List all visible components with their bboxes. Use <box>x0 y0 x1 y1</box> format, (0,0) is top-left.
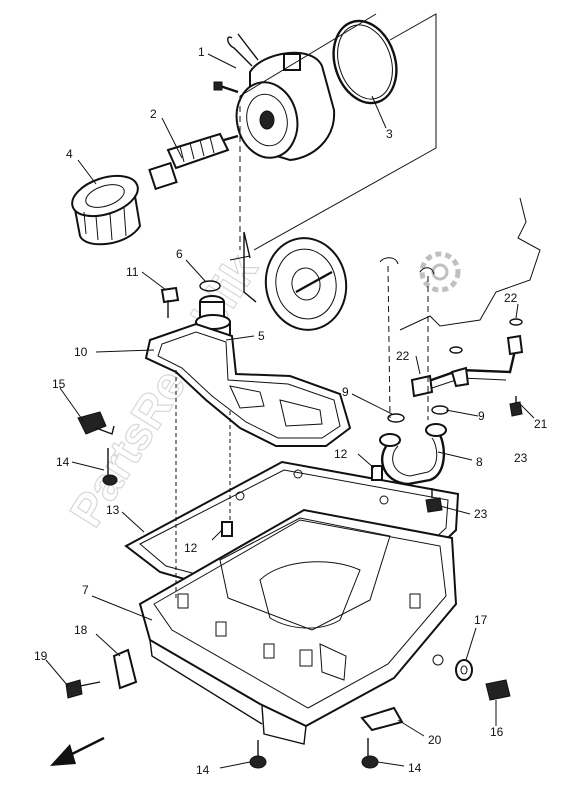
callout-5: 5 <box>258 329 265 343</box>
oil-cooler-mount-plate <box>243 197 541 331</box>
washer-part-17 <box>455 659 473 681</box>
o-ring-part-22-upper <box>509 318 523 326</box>
sensor-part-15 <box>77 411 115 435</box>
oil-pipe-part-21 <box>410 334 524 398</box>
callout-9-right: 9 <box>478 409 485 423</box>
callout-14-lower-left: 14 <box>196 763 210 777</box>
gear-icon <box>419 251 461 293</box>
callout-9-left: 9 <box>342 385 349 399</box>
callout-labels: 1 2 3 4 5 6 7 8 9 9 10 11 12 12 13 14 14… <box>34 45 548 777</box>
front-direction-arrow-icon <box>50 736 105 766</box>
oil-pan-part-7 <box>138 368 458 745</box>
callout-1: 1 <box>198 45 205 59</box>
o-ring-part-3 <box>332 19 398 105</box>
bolt-part-14-lower-left <box>249 740 267 769</box>
callout-17: 17 <box>474 613 488 627</box>
o-ring-part-22-lower <box>449 346 463 354</box>
callout-13: 13 <box>106 503 120 517</box>
callout-2: 2 <box>150 107 157 121</box>
oil-filter-part-4 <box>71 174 142 246</box>
bracket-part-20 <box>360 706 404 732</box>
dashed-leaders-right <box>379 257 435 420</box>
callout-15: 15 <box>52 377 66 391</box>
bolt-part-14-upper <box>102 448 118 486</box>
callout-10: 10 <box>74 345 88 359</box>
oil-pipe-part-8 <box>379 423 447 486</box>
o-ring-part-9-right <box>431 405 449 415</box>
leader-lines-cooler <box>229 13 437 261</box>
bolt-part-11 <box>160 286 180 318</box>
callout-23-right: 23 <box>514 451 528 465</box>
dowel-part-12-upper <box>371 465 383 481</box>
bracket-part-18 <box>112 648 138 690</box>
callout-6: 6 <box>176 247 183 261</box>
bolt-part-23-center <box>425 488 443 513</box>
callout-19: 19 <box>34 649 48 663</box>
callout-3: 3 <box>386 127 393 141</box>
callout-12-upper: 12 <box>334 447 348 461</box>
callout-14-upper: 14 <box>56 455 70 469</box>
oil-cooler-part-1 <box>213 33 336 162</box>
callout-12-lower: 12 <box>184 541 198 555</box>
o-ring-part-9-left <box>387 413 405 423</box>
callout-20: 20 <box>428 733 442 747</box>
callout-18: 18 <box>74 623 88 637</box>
bolt-part-19 <box>65 679 101 699</box>
dowel-part-12-lower <box>221 521 233 537</box>
callout-16: 16 <box>490 725 504 739</box>
bolt-part-14-lower-right <box>361 738 379 769</box>
callout-8: 8 <box>476 455 483 469</box>
o-ring-part-6 <box>199 280 221 292</box>
callout-22-upper: 22 <box>504 291 518 305</box>
drain-plug-part-16 <box>485 679 511 701</box>
callout-23-center: 23 <box>474 507 488 521</box>
callout-4: 4 <box>66 147 73 161</box>
callout-22-lower: 22 <box>396 349 410 363</box>
union-bolt-part-2 <box>148 132 239 191</box>
callout-21: 21 <box>534 417 548 431</box>
callout-leaders <box>45 53 535 769</box>
callout-14-lower-right: 14 <box>408 761 422 775</box>
callout-11: 11 <box>126 265 139 279</box>
bolt-part-23-right <box>509 396 523 417</box>
callout-7: 7 <box>82 583 89 597</box>
strainer-part-10 <box>144 322 352 447</box>
